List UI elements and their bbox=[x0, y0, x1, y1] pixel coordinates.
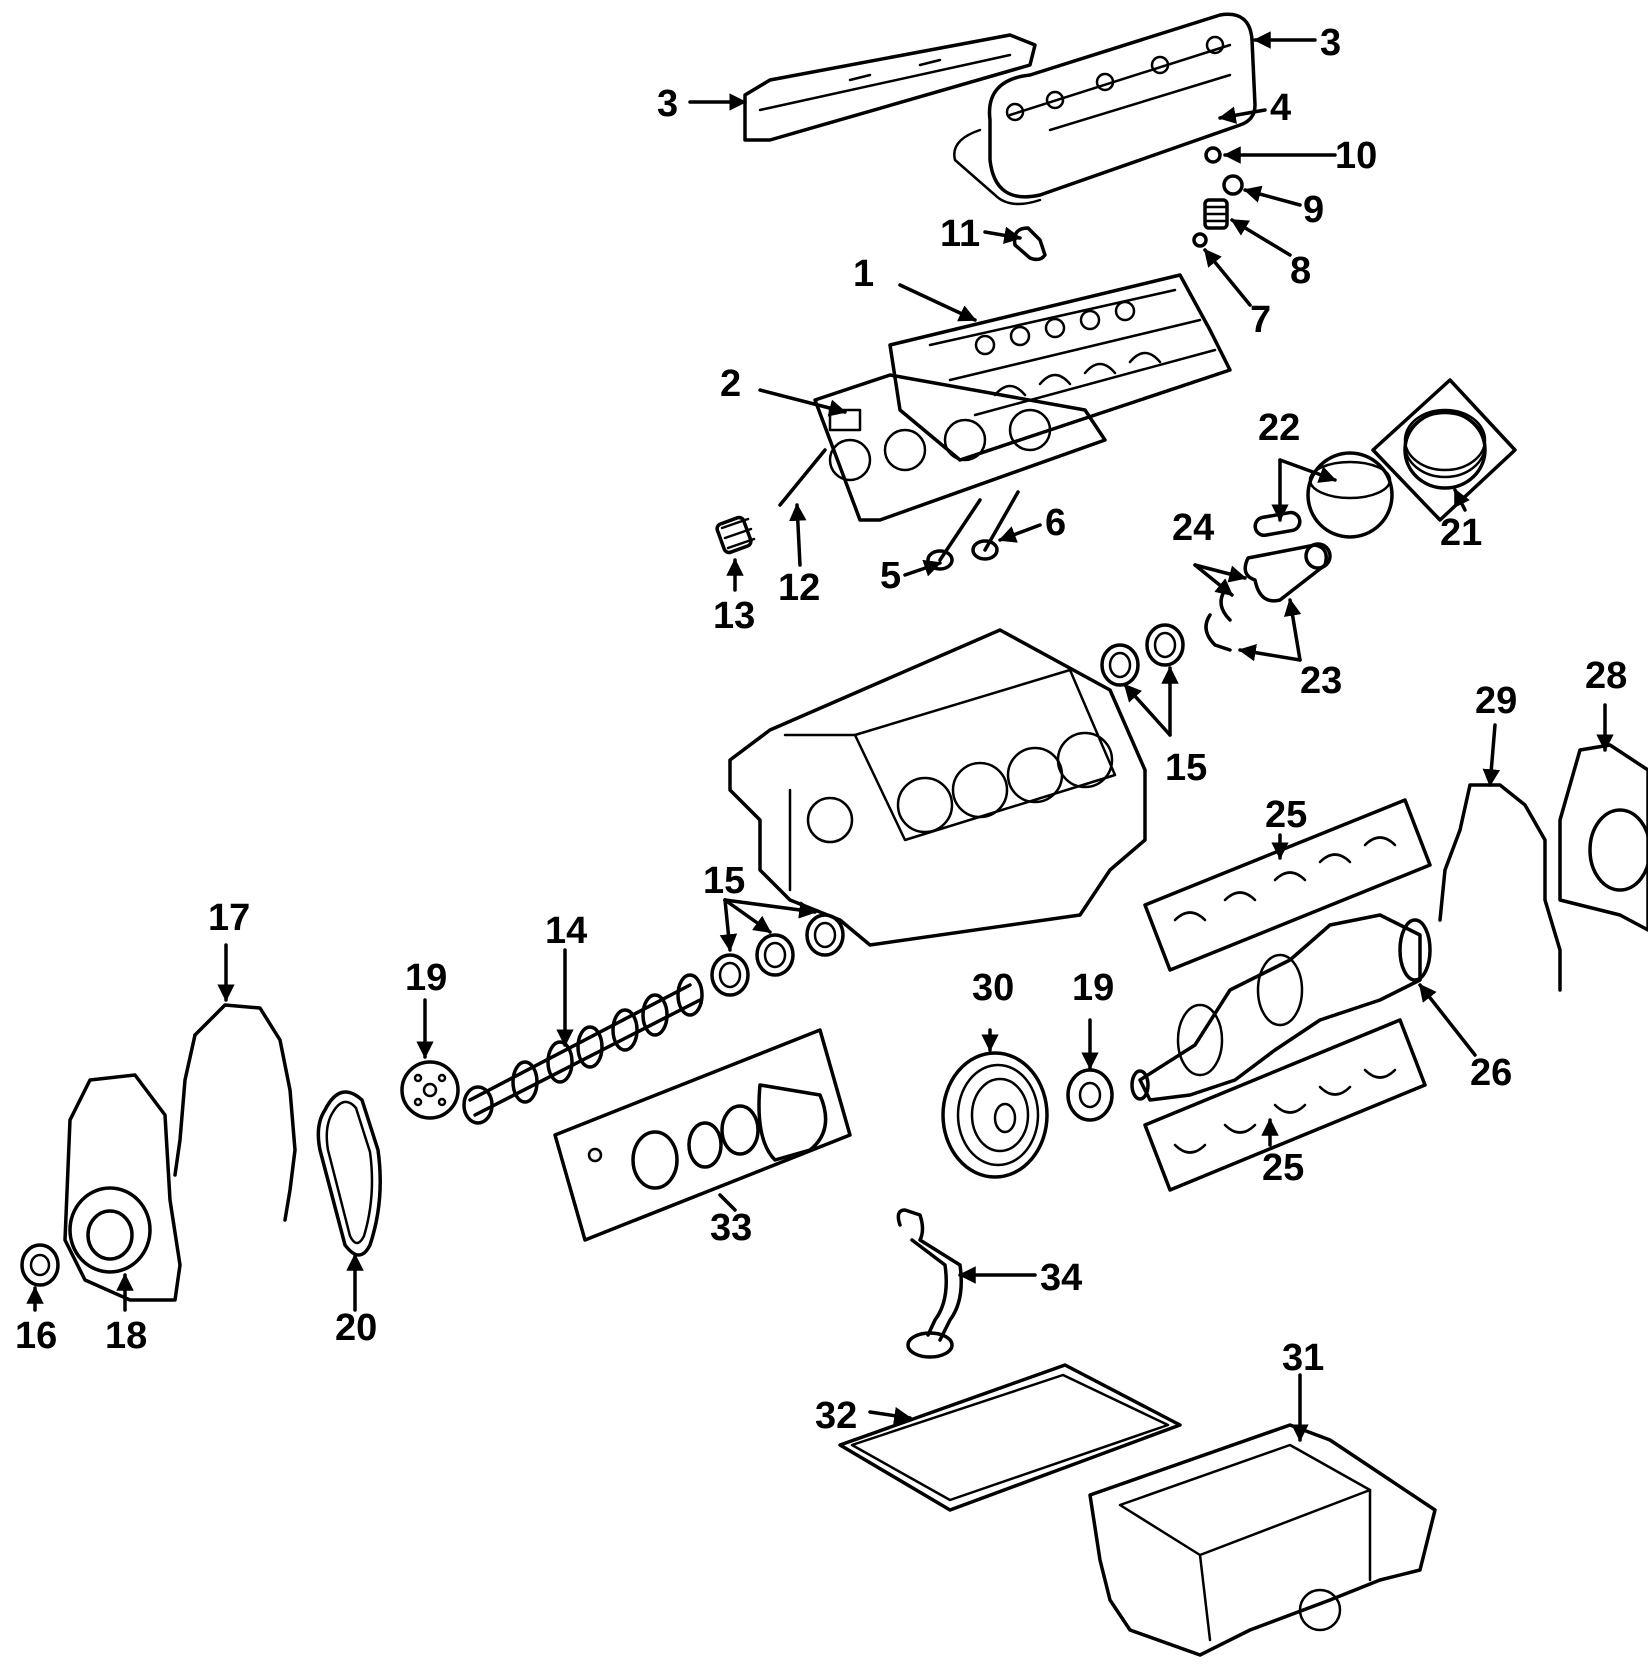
valve-spring-parts bbox=[1192, 146, 1244, 248]
callout-10: 10 bbox=[1335, 135, 1377, 177]
oil-pan-gasket bbox=[838, 1363, 1182, 1512]
connecting-rod bbox=[1204, 542, 1332, 652]
callout-28: 28 bbox=[1585, 655, 1627, 697]
callout-5: 5 bbox=[880, 555, 901, 597]
callout-34: 34 bbox=[1040, 1257, 1082, 1299]
callout-15-upper: 15 bbox=[1165, 747, 1207, 789]
callout-19-left: 19 bbox=[405, 957, 447, 999]
callout-24: 24 bbox=[1172, 507, 1214, 549]
front-cover-gasket bbox=[173, 1003, 297, 1222]
callout-22: 22 bbox=[1258, 407, 1300, 449]
timing-chain bbox=[316, 1090, 382, 1257]
crankshaft bbox=[1130, 913, 1432, 1102]
callout-3-right: 3 bbox=[1320, 22, 1341, 64]
rear-cover bbox=[1558, 743, 1648, 932]
callout-13: 13 bbox=[713, 595, 755, 637]
cam-gear bbox=[400, 1060, 460, 1120]
camshaft bbox=[462, 973, 704, 1125]
callout-7: 7 bbox=[1250, 299, 1271, 341]
crank-sprocket bbox=[1066, 1068, 1114, 1122]
callout-23: 23 bbox=[1300, 660, 1342, 702]
callout-25-lower: 25 bbox=[1262, 1147, 1304, 1189]
leader-lines bbox=[26, 31, 1614, 1442]
callout-32: 32 bbox=[815, 1395, 857, 1437]
callout-9: 9 bbox=[1303, 189, 1324, 231]
callout-3-left: 3 bbox=[657, 83, 678, 125]
callout-labels: 3 3 4 10 9 8 7 11 1 2 12 13 5 6 22 21 24… bbox=[15, 22, 1627, 1437]
piston-and-pin bbox=[1253, 451, 1394, 539]
callout-6: 6 bbox=[1045, 502, 1066, 544]
callout-31: 31 bbox=[1282, 1337, 1324, 1379]
callout-17: 17 bbox=[208, 897, 250, 939]
callout-14: 14 bbox=[545, 910, 587, 952]
oil-pan bbox=[1088, 1423, 1437, 1657]
callout-8: 8 bbox=[1290, 250, 1311, 292]
callout-19-right: 19 bbox=[1072, 967, 1114, 1009]
cam-bearings-upper bbox=[1100, 623, 1185, 687]
valves bbox=[926, 490, 1020, 571]
callout-2: 2 bbox=[720, 363, 741, 405]
main-bearings-upper bbox=[1143, 798, 1432, 972]
engine-block bbox=[728, 628, 1147, 947]
valve-cover-left bbox=[743, 33, 1037, 142]
callout-29: 29 bbox=[1475, 680, 1517, 722]
oil-pump-kit bbox=[553, 1028, 852, 1242]
valve-cover-right bbox=[953, 12, 1257, 206]
piston-rings bbox=[1371, 378, 1517, 522]
callout-1: 1 bbox=[853, 253, 874, 295]
callout-26: 26 bbox=[1470, 1052, 1512, 1094]
front-cover bbox=[63, 1073, 182, 1302]
rear-cover-gasket bbox=[1438, 783, 1562, 992]
oil-pickup-tube bbox=[896, 1208, 963, 1359]
callout-16: 16 bbox=[15, 1315, 57, 1357]
main-bearings-lower bbox=[1143, 1018, 1427, 1192]
callout-12: 12 bbox=[778, 567, 820, 609]
cam-bearings-lower bbox=[710, 913, 845, 997]
head-gasket bbox=[813, 373, 1107, 522]
callout-33: 33 bbox=[710, 1207, 752, 1249]
callout-25-upper: 25 bbox=[1265, 794, 1307, 836]
harmonic-balancer bbox=[941, 1051, 1049, 1179]
callout-30: 30 bbox=[972, 967, 1014, 1009]
rocker-arm bbox=[1012, 226, 1047, 262]
callout-4: 4 bbox=[1270, 87, 1291, 129]
pushrod bbox=[778, 448, 827, 507]
front-seal bbox=[20, 1243, 60, 1287]
callout-15-lower: 15 bbox=[703, 860, 745, 902]
lifter bbox=[715, 515, 756, 555]
callout-11: 11 bbox=[940, 213, 980, 255]
cylinder-head bbox=[888, 273, 1232, 462]
callout-18: 18 bbox=[105, 1315, 147, 1357]
callout-20: 20 bbox=[335, 1307, 377, 1349]
callout-21: 21 bbox=[1440, 512, 1482, 554]
